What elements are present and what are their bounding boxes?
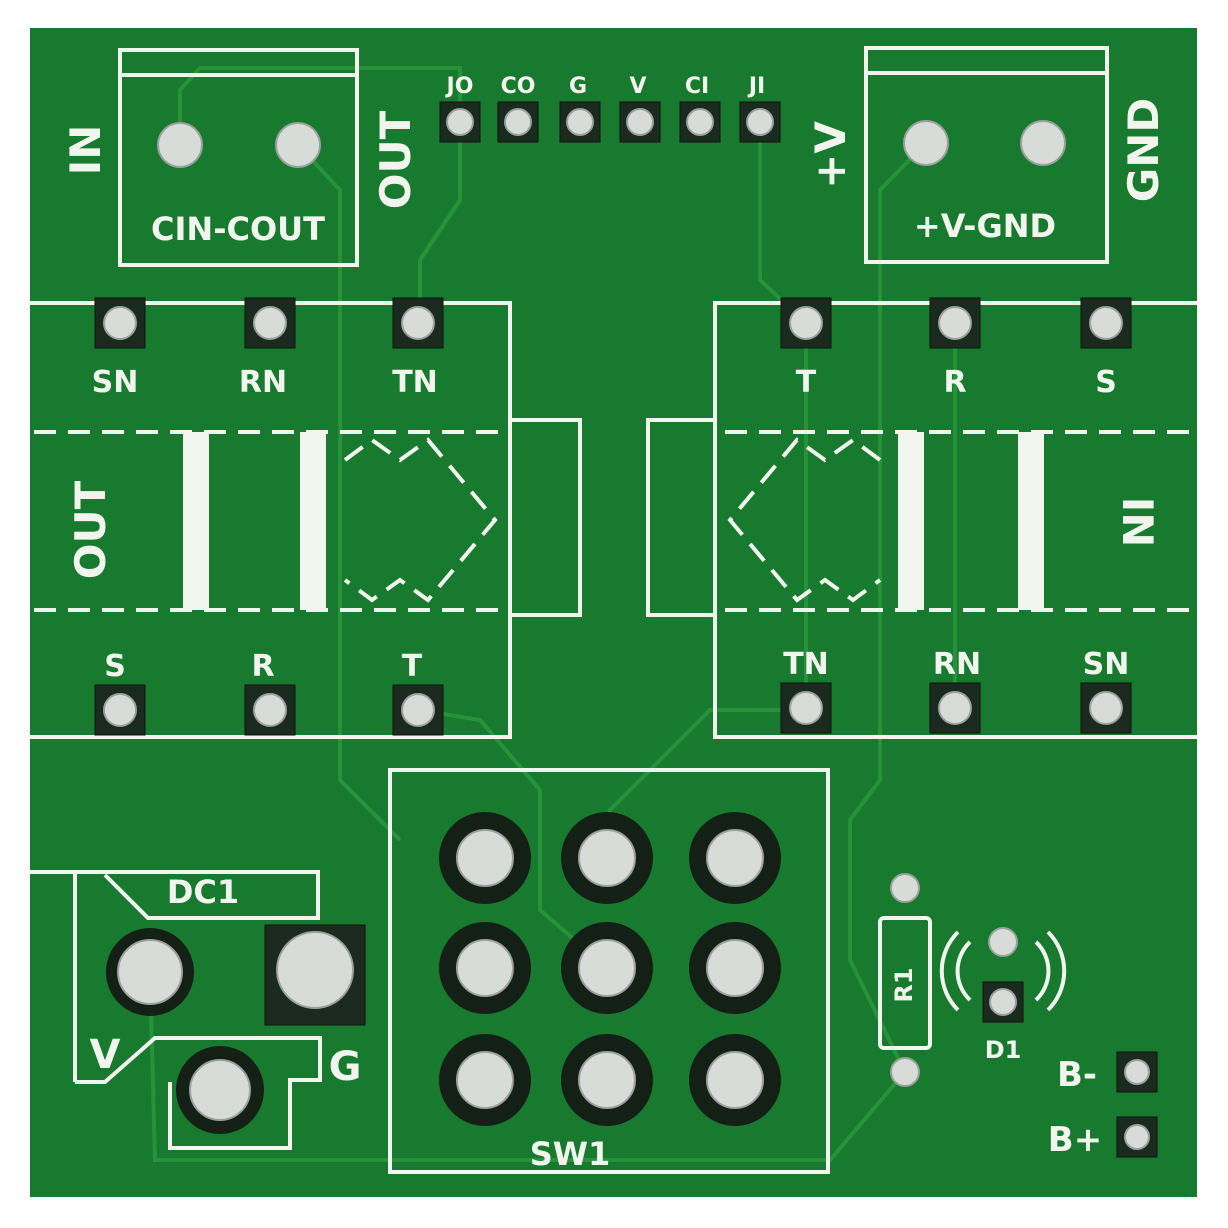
copper-traces [148,66,957,1162]
pad-cin [157,122,203,168]
pad-label: SN [1083,647,1130,682]
dc-jack-dc1: DC1 V G [30,870,366,1150]
jack-pads: SN RN TN S R T T R S TN RN SN [92,297,1132,736]
pin-label: G [569,74,587,99]
label-dc1: DC1 [167,873,239,911]
pin-label: V [629,74,646,99]
pad-label: RN [239,365,287,400]
pin-label: CO [501,74,536,99]
pad-label: S [1095,365,1117,400]
label-out-top: OUT [371,110,420,209]
pin-label: CI [685,74,709,99]
led-d1: D1 [939,927,1067,1064]
pad-label: R [251,649,274,684]
label-in-top: IN [61,125,110,176]
pad-label: TN [392,365,438,400]
label-d1: D1 [985,1036,1022,1064]
battery-pads: B- B+ [1048,1051,1158,1160]
label-cin-cout: CIN-COUT [151,210,325,248]
connector-power: +V-GND +V GND [806,46,1168,264]
pad-label: TN [783,647,829,682]
header-pins: JO CO G V CI JI [439,74,781,143]
label-r1: R1 [890,967,918,1002]
label-in-jack: IN [1113,497,1162,548]
label-out-jack: OUT [66,480,115,579]
label-v-gnd: +V-GND [914,207,1056,245]
label-gnd: GND [1119,98,1168,203]
pad-label: S [104,649,126,684]
pad-label: T [796,365,817,400]
connector-cin-cout: CIN-COUT IN OUT [61,48,420,267]
pad-label: R [943,365,966,400]
pad-label: RN [933,647,981,682]
pad-label: T [402,649,423,684]
pin-label: JO [445,74,474,99]
pad-cout [275,122,321,168]
label-v-pin: V [90,1032,121,1078]
label-b-plus: B+ [1048,1120,1102,1160]
switch-sw1: SW1 [388,768,830,1174]
resistor-r1: R1 [878,873,932,1087]
label-b-minus: B- [1057,1055,1097,1095]
jack-outlines: OUT IN [30,301,1197,739]
label-sw1: SW1 [530,1135,611,1173]
label-plus-v: +V [806,121,855,189]
pad-label: SN [92,365,139,400]
pin-label: JI [747,74,765,99]
label-g-pin: G [329,1044,362,1090]
